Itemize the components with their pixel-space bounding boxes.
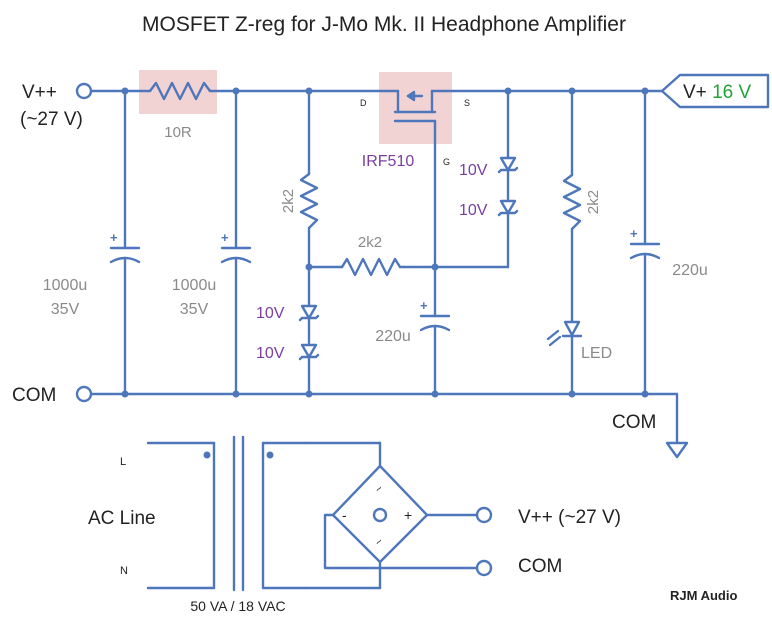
output-terminal-vplus[interactable] — [660, 73, 770, 109]
mosfet-source-label: S — [464, 98, 470, 108]
led-icon — [563, 320, 581, 337]
c2-voltage-label: 35V — [180, 301, 209, 318]
bridge-plus-label: + — [404, 507, 412, 523]
bias-branch — [298, 89, 320, 396]
resistor-2k2-bias — [299, 172, 319, 230]
zener-2-label: 10V — [256, 345, 285, 362]
c-gate-label: 220u — [375, 328, 411, 345]
bridge-minus-label: - — [342, 507, 347, 523]
c1-value-label: 1000u — [43, 277, 88, 294]
led-branch — [546, 89, 583, 396]
r-gate-label: 2k2 — [358, 234, 382, 251]
resistor-2k2-gate — [340, 257, 402, 277]
bridge-ac-bottom-label: ~ — [373, 536, 386, 549]
brand-label: RJM Audio — [670, 588, 737, 603]
output-rail-label: V+ — [683, 82, 707, 103]
resistor-10r — [148, 81, 212, 101]
resistor-2k2-led — [562, 173, 582, 231]
junction-dots — [121, 87, 649, 398]
line-n-label: N — [120, 565, 128, 577]
mosfet-part-label: IRF510 — [362, 153, 415, 170]
zener-4-label: 10V — [459, 202, 488, 219]
input-terminal-vpp[interactable] — [75, 82, 93, 100]
psu-vpp-label: V++ (~27 V) — [518, 507, 621, 528]
capacitor-gate: + — [419, 265, 451, 396]
r-bias-label: 2k2 — [280, 189, 297, 213]
bottom-rail — [75, 385, 689, 459]
psu-output-terminal-vpp[interactable] — [475, 506, 493, 524]
resistor-highlight — [139, 70, 217, 114]
ground-icon — [665, 441, 689, 459]
svg-text:+: + — [420, 298, 428, 313]
mosfet-drain-label: D — [360, 98, 367, 108]
resistor-10r-label: 10R — [164, 124, 192, 141]
gate-resistor-branch — [307, 257, 510, 277]
zener-1 — [300, 304, 318, 320]
zener-2 — [300, 343, 318, 359]
transformer-label: 50 VA / 18 VAC — [190, 598, 285, 614]
bridge-ac-top-label: ~ — [373, 483, 386, 496]
page-title: MOSFET Z-reg for J-Mo Mk. II Headphone A… — [142, 13, 626, 36]
svg-text:+: + — [630, 226, 638, 241]
input-voltage-note: (~27 V) — [20, 109, 83, 130]
psu-com-label: COM — [518, 556, 562, 577]
input-vpp-label: V++ — [22, 82, 57, 103]
transformer — [146, 435, 308, 592]
svg-text:+: + — [110, 230, 118, 245]
bridge-rectifier — [304, 441, 493, 590]
mosfet-gate-label: G — [443, 157, 450, 167]
c1-voltage-label: 35V — [51, 301, 80, 318]
input-terminal-com[interactable] — [75, 385, 93, 403]
mosfet-irf510 — [393, 89, 437, 269]
svg-text:+: + — [221, 230, 229, 245]
capacitor-out: + — [629, 89, 661, 396]
c2-value-label: 1000u — [172, 277, 217, 294]
top-rail — [75, 81, 664, 101]
zener-3 — [499, 156, 517, 172]
c-out-label: 220u — [672, 262, 708, 279]
ac-line-label: AC Line — [88, 508, 156, 529]
input-com-label: COM — [12, 385, 56, 406]
zener-1-label: 10V — [256, 305, 285, 322]
led-label: LED — [581, 345, 612, 362]
source-zener-branch — [497, 89, 519, 269]
output-voltage-label: 16 V — [712, 82, 751, 103]
zener-4 — [499, 199, 517, 215]
r-led-label: 2k2 — [585, 190, 602, 214]
psu-output-terminal-com[interactable] — [475, 559, 493, 577]
zener-3-label: 10V — [459, 162, 488, 179]
line-l-label: L — [120, 456, 126, 468]
capacitor-c2: + — [220, 89, 252, 396]
capacitor-c1: + — [109, 89, 141, 396]
output-label: V+ 16 V — [683, 82, 751, 103]
mosfet-highlight — [379, 72, 452, 144]
output-com-label: COM — [612, 412, 656, 433]
